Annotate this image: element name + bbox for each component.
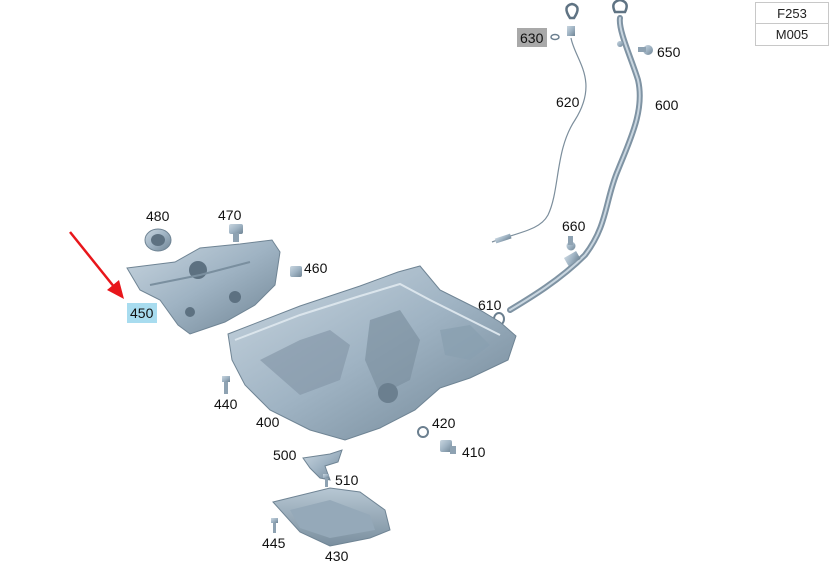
bolt-510-part[interactable] [323,474,329,487]
bolt-440-part[interactable] [222,376,230,394]
bolt-470-part[interactable] [229,224,243,242]
guide-tube-600-part[interactable] [507,0,643,313]
oil-pan-400-part[interactable] [227,265,517,441]
label-410[interactable]: 410 [462,444,486,460]
label-highlight-630 [517,28,547,47]
label-510[interactable]: 510 [335,472,359,488]
label-440[interactable]: 440 [214,396,238,412]
label-650[interactable]: 650 [657,44,681,60]
label-470[interactable]: 470 [218,207,242,223]
dipstick-620-part[interactable] [491,2,587,244]
reference-code-m005: M005 [755,24,829,46]
reference-code-f253: F253 [755,2,829,24]
part-labels: 630 650 620 600 480 470 460 660 610 450 … [127,28,681,564]
label-630[interactable]: 630 [520,30,544,46]
label-445[interactable]: 445 [262,535,286,551]
cover-430-part[interactable] [272,487,391,547]
label-660[interactable]: 660 [562,218,586,234]
o-ring-630-part[interactable] [550,33,560,41]
label-highlight-450 [127,303,157,323]
label-500[interactable]: 500 [273,447,297,463]
label-460[interactable]: 460 [304,260,328,276]
label-600[interactable]: 600 [655,97,679,113]
label-420[interactable]: 420 [432,415,456,431]
bracket-450-part[interactable] [126,239,281,335]
label-620[interactable]: 620 [556,94,580,110]
bolt-660-part[interactable] [566,236,576,251]
label-450[interactable]: 450 [130,305,154,321]
o-ring-420-part[interactable] [417,426,429,438]
bushing-480-part[interactable] [144,228,172,252]
bolt-445-part[interactable] [271,518,278,533]
label-400[interactable]: 400 [256,414,280,430]
label-610[interactable]: 610 [478,297,502,313]
label-430[interactable]: 430 [325,548,349,564]
label-480[interactable]: 480 [146,208,170,224]
baffle-500-part[interactable] [302,449,343,481]
nut-460-part[interactable] [290,266,302,277]
red-arrow-icon [69,231,124,299]
drain-plug-410-part[interactable] [440,440,456,454]
bolt-650-part[interactable] [638,45,653,55]
